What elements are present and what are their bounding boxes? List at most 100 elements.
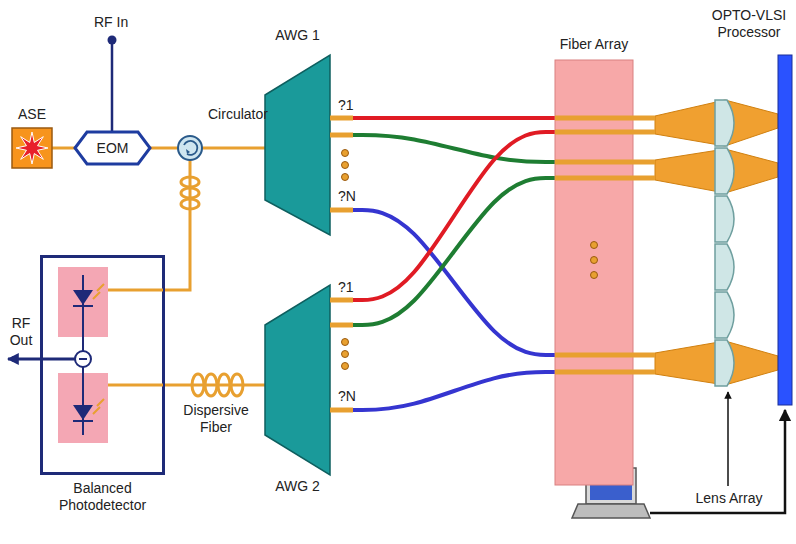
circulator-shape-part	[184, 141, 197, 155]
lens-array-part	[715, 292, 734, 338]
optical-fiber	[353, 210, 555, 355]
awg-mux-shape-part	[342, 150, 349, 157]
lens-array-part	[715, 100, 734, 146]
wavelength-label: ?1	[338, 279, 354, 296]
fiber-link	[165, 384, 265, 387]
optical-beam	[655, 100, 778, 385]
rf-out-arrow-part	[11, 356, 17, 362]
awg-mux: AWG 1	[265, 55, 330, 235]
optical-beam-part	[655, 100, 778, 146]
awg-mux-shape-part	[342, 351, 349, 358]
ase-source-shape-part	[12, 128, 52, 168]
node-label: Circulator	[208, 106, 268, 123]
lens-array-part	[715, 196, 734, 242]
wavelength-label: ?N	[338, 188, 356, 205]
optical-fiber	[353, 178, 555, 325]
fiber-array: Fiber Array	[555, 60, 633, 485]
awg-mux-shape-part	[342, 363, 349, 370]
awg-mux: AWG 2	[265, 285, 330, 475]
circulator-shape-part	[186, 149, 190, 154]
rf-in-wire	[108, 36, 117, 133]
fiber-array-shape-part	[555, 116, 655, 121]
circulator-shape	[178, 136, 202, 160]
awg-mux-shape-part	[342, 162, 349, 169]
circulator-shape-part	[178, 136, 202, 160]
wavelength-label: ?1	[338, 97, 354, 114]
opto-vlsi-processor-shape-part	[778, 55, 792, 405]
balanced-photodetector-shape-part	[108, 289, 163, 292]
signal-label: RF In	[94, 14, 128, 31]
control-line	[650, 410, 785, 513]
fiber-array-shape-part	[591, 272, 598, 279]
awg-mux-shape-part	[330, 408, 353, 413]
awg-mux-shape-part	[342, 174, 349, 181]
optical-fiber	[353, 116, 555, 120]
optical-fiber	[353, 135, 555, 162]
ase-source-shape	[12, 128, 52, 168]
fiber-array-shape	[555, 60, 633, 485]
balanced-photodetector: Balanced Photodetector	[40, 255, 165, 475]
optical-beam-part	[655, 341, 778, 385]
node-label: OPTO-VLSI Processor	[704, 7, 794, 41]
lens-array-part	[715, 148, 734, 194]
fiber-array-shape-part	[591, 257, 598, 264]
optical-beam-part	[655, 149, 778, 193]
node-label: AWG 2	[255, 478, 340, 495]
lens-leader	[728, 392, 729, 486]
signal-label: RF Out	[4, 315, 38, 349]
rf-in-wire-part	[111, 44, 114, 132]
ase-source: ASE	[12, 128, 52, 168]
wavelength-label: ?N	[338, 388, 356, 405]
fiber-array-shape-part	[591, 242, 598, 249]
rf-in-wire-part	[108, 36, 117, 45]
fiber-link	[165, 160, 190, 290]
node-label: ASE	[2, 106, 62, 123]
ase-source-shape-part	[16, 132, 48, 164]
fiber-link	[52, 147, 75, 150]
awg-mux-shape-part	[330, 133, 353, 138]
awg-mux-shape-part	[330, 208, 353, 213]
opto-vlsi-processor: OPTO-VLSI Processor	[778, 55, 792, 405]
fiber-array-shape-part	[555, 370, 655, 375]
lens-leader-part	[727, 392, 729, 486]
balanced-photodetector-shape-part	[40, 358, 75, 361]
opto-vlsi-processor-shape	[778, 55, 792, 405]
awg-mux-shape-part	[330, 323, 353, 328]
fiber-link	[202, 147, 265, 150]
balanced-photodetector-shape-part	[42, 257, 164, 474]
edge-label: Dispersive Fiber	[180, 402, 252, 436]
lens-array	[715, 100, 734, 386]
node-label: Balanced Photodetector	[35, 480, 170, 514]
balanced-photodetector-shape-part	[93, 284, 104, 299]
fiber-array-shape-part	[555, 60, 633, 485]
rf-out-arrow	[8, 356, 41, 362]
balanced-photodetector-shape-part	[75, 351, 91, 367]
circulator: Circulator	[178, 136, 202, 160]
awg-mux-shape-part	[330, 116, 353, 121]
optical-fiber	[353, 132, 555, 300]
node-label: EOM	[75, 132, 150, 164]
eom-modulator-shape-part	[75, 132, 150, 164]
lens-array-part	[715, 340, 734, 386]
awg-mux-shape-part	[265, 55, 330, 235]
fiber-array-shape-part	[555, 160, 655, 165]
fiber-array-shape-part	[555, 176, 655, 181]
part-label: Lens Array	[690, 490, 768, 507]
fiber-array-shape-part	[555, 353, 655, 358]
fiber-link	[150, 147, 178, 150]
control-line-part	[650, 410, 785, 513]
lens-array-part	[715, 244, 734, 290]
optical-fiber	[353, 372, 555, 410]
node-label-part: EOM	[97, 140, 129, 157]
fiber-array-shape-part	[555, 130, 655, 135]
balanced-photodetector-shape-part	[79, 358, 87, 360]
awg-mux-shape	[265, 55, 330, 235]
awg-mux-shape-part	[265, 285, 330, 475]
awg-mux-shape-part	[330, 298, 353, 303]
eom-modulator: EOM	[75, 132, 150, 164]
balanced-photodetector-shape	[40, 255, 165, 475]
